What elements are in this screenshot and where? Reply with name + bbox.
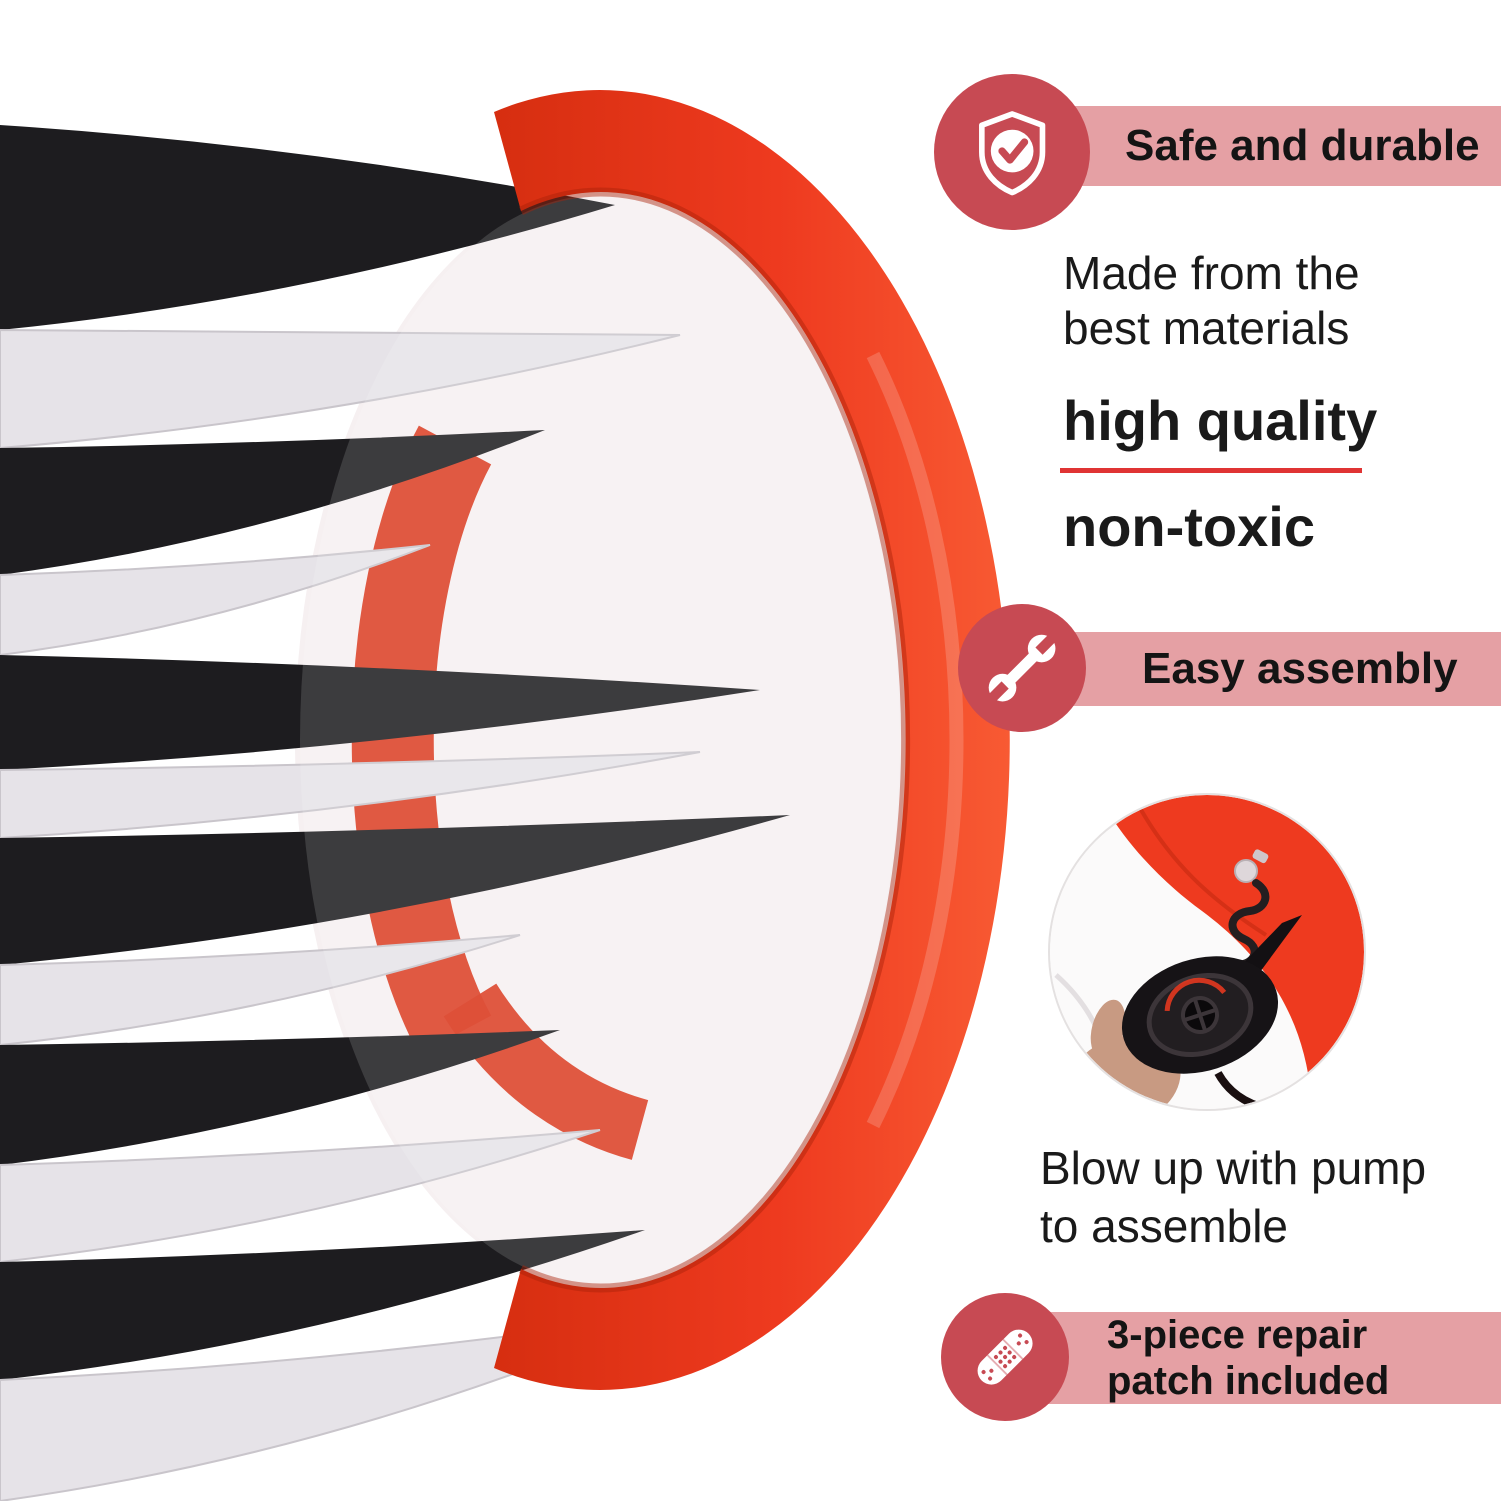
pump-copy: Blow up with pump to assemble <box>1040 1140 1426 1255</box>
patch-badge <box>941 1293 1069 1421</box>
shield-badge <box>934 74 1090 230</box>
roller-near-rim <box>494 89 1010 1390</box>
banner-repair-patch: 3-piece repair patch included <box>995 1312 1501 1404</box>
materials-line-1: Made from the <box>1063 247 1360 299</box>
assembly-badge <box>958 604 1086 732</box>
pump-line-2: to assemble <box>1040 1199 1289 1252</box>
easy-assembly-label: Easy assembly <box>1142 644 1458 693</box>
materials-copy: Made from the best materials <box>1063 246 1360 356</box>
bandage-icon <box>977 1329 1033 1385</box>
electric-pump <box>1121 956 1279 1074</box>
roller-tube-stripes <box>0 125 790 1501</box>
quality-underline <box>1060 468 1362 473</box>
inset-inflatable-edge <box>1098 795 1364 1109</box>
pump-line-1: Blow up with pump <box>1040 1142 1427 1194</box>
patch-line-1: 3-piece repair <box>1107 1313 1368 1357</box>
shield-check-icon <box>978 111 1046 196</box>
materials-line-2: best materials <box>1063 302 1350 355</box>
roller-rim-highlight <box>866 351 964 1129</box>
non-toxic-label: non-toxic <box>1063 495 1315 558</box>
roller-far-rim-lower <box>443 983 649 1160</box>
safe-durable-label: Safe and durable <box>1125 121 1480 170</box>
product-photo-roller <box>0 89 1010 1501</box>
wrench-icon <box>984 630 1060 706</box>
banner-easy-assembly: Easy assembly <box>1010 632 1501 706</box>
roller-rim-inner-shade <box>519 187 911 1293</box>
valve-icon <box>1234 849 1269 883</box>
patch-line-2: patch included <box>1107 1359 1390 1403</box>
pump-inset-photo <box>1048 793 1366 1111</box>
high-quality-label: high quality <box>1063 389 1378 452</box>
pump-photo-illustration <box>1050 795 1364 1109</box>
